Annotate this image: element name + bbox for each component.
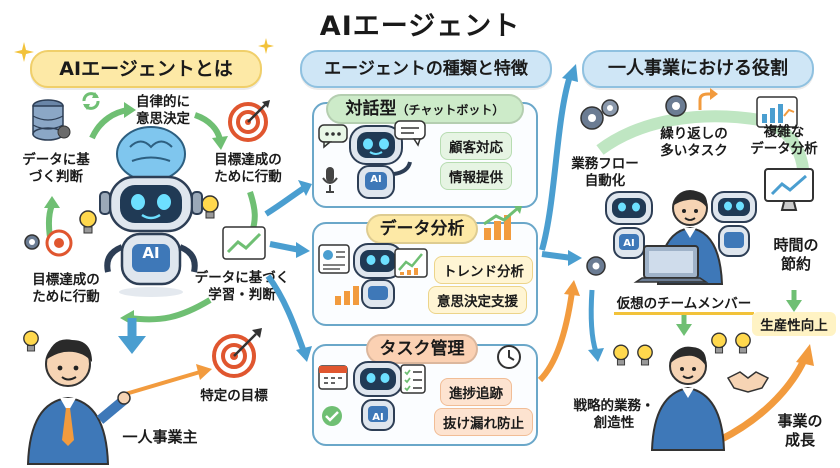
caption-goal-action-top: 目標達成の ために行動 (214, 152, 282, 185)
section-role-label: 一人事業における役割 (608, 58, 788, 79)
data-robot-illustration (353, 243, 403, 309)
target-small-icon (45, 229, 73, 257)
database-icon (32, 99, 71, 141)
laptop-icon (633, 245, 709, 283)
business-owner-illustration (26, 339, 131, 465)
task-robot-illustration (353, 361, 403, 431)
type-data-item: トレンド分析 (434, 256, 533, 284)
lightbulb-icon (711, 332, 727, 354)
right-robot-label: AI (623, 238, 635, 249)
caption-strategic: 戦略的業務・ 創造性 (573, 398, 655, 431)
right-robot-left-illustration (605, 191, 653, 259)
checklist-icon (400, 364, 426, 394)
type-dialog-sub: （チャットボット） (396, 103, 505, 117)
caption-repeat: 繰り返しの 多いタスク (660, 126, 728, 159)
type-dialog-item: 顧客対応 (440, 132, 512, 160)
type-dialog-header: 対話型（チャットボット） (326, 94, 524, 124)
caption-growth: 事業の 成長 (777, 412, 823, 449)
section-what-label: AIエージェントとは (59, 58, 233, 80)
section-types-label: エージェントの種類と特徴 (324, 59, 528, 79)
sparkle-icon (14, 42, 34, 62)
microphone-icon (322, 167, 338, 193)
caption-goal-action-left: 目標達成の ために行動 (32, 272, 100, 305)
type-data-header: データ分析 (366, 214, 478, 244)
up-arrow-icon (698, 88, 718, 110)
type-dialog-name: 対話型 (345, 99, 397, 119)
target-icon (228, 100, 270, 142)
dashboard-icon (756, 96, 798, 128)
caption-team: 仮想のチームメンバー (614, 292, 754, 315)
type-task-item: 進捗追跡 (440, 378, 512, 406)
caption-complex: 複雑な データ分析 (750, 124, 818, 157)
section-role-pill: 一人事業における役割 (582, 50, 814, 88)
dialog-robot-label: AI (370, 174, 382, 185)
chat-bubble-icon (318, 124, 348, 149)
lightbulb-icon (23, 330, 39, 352)
type-data-item: 意思決定支援 (428, 286, 527, 314)
goal-target-icon (212, 328, 262, 378)
type-task-item: 抜け漏れ防止 (434, 408, 533, 436)
type-task-name: タスク管理 (379, 339, 465, 359)
task-robot-label: AI (372, 412, 384, 423)
caption-autonomous: 自律的に 意思決定 (136, 94, 190, 127)
calendar-icon (318, 365, 348, 390)
gear-icon (665, 95, 687, 117)
caption-productivity: 生産性向上 (752, 312, 836, 336)
caption-data-judge-left: データに基 づく判断 (22, 152, 90, 185)
clock-icon (497, 345, 521, 369)
gear-icon (586, 256, 606, 276)
sparkle-icon (258, 38, 274, 54)
dialog-robot-illustration (349, 125, 412, 199)
refresh-icon (82, 92, 100, 110)
section-what-pill: AIエージェントとは (30, 50, 262, 88)
chat-bubble-icon (394, 120, 426, 147)
type-task-header: タスク管理 (366, 334, 478, 364)
page-title: AIエージェント (319, 11, 521, 42)
lightbulb-icon (79, 210, 97, 234)
type-dialog-item: 情報提供 (440, 162, 512, 190)
caption-data-judge-right: データに基づく 学習・判断 (194, 270, 290, 303)
small-bar-icon (335, 286, 359, 305)
bar-chart-icon (483, 206, 522, 240)
caption-goal: 特定の目標 (200, 388, 268, 404)
section-types-pill: エージェントの種類と特徴 (300, 50, 552, 88)
lightbulb-icon (637, 344, 653, 366)
lightbulb-icon (613, 344, 629, 366)
robot-chest-label: AI (142, 244, 160, 262)
handshake-icon (726, 371, 770, 393)
left-cycle-arrows (44, 102, 260, 397)
trend-chart-icon (394, 248, 428, 278)
type-data-name: データ分析 (379, 219, 465, 239)
chart-line-icon (222, 226, 266, 260)
check-circle-icon (322, 406, 342, 426)
monitor-chart-icon (764, 168, 814, 211)
caption-workflow: 業務フロー 自動化 (571, 156, 639, 189)
caption-owner: 一人事業主 (122, 428, 198, 446)
document-chart-icon (318, 244, 350, 274)
right-robot-right-illustration (711, 191, 757, 257)
caption-time: 時間の 節約 (773, 236, 819, 273)
gears-icon (580, 99, 619, 130)
strategic-person-illustration (650, 346, 726, 451)
ai-robot-illustration (99, 126, 203, 297)
lightbulb-icon (735, 332, 751, 354)
gear-icon (24, 234, 40, 250)
